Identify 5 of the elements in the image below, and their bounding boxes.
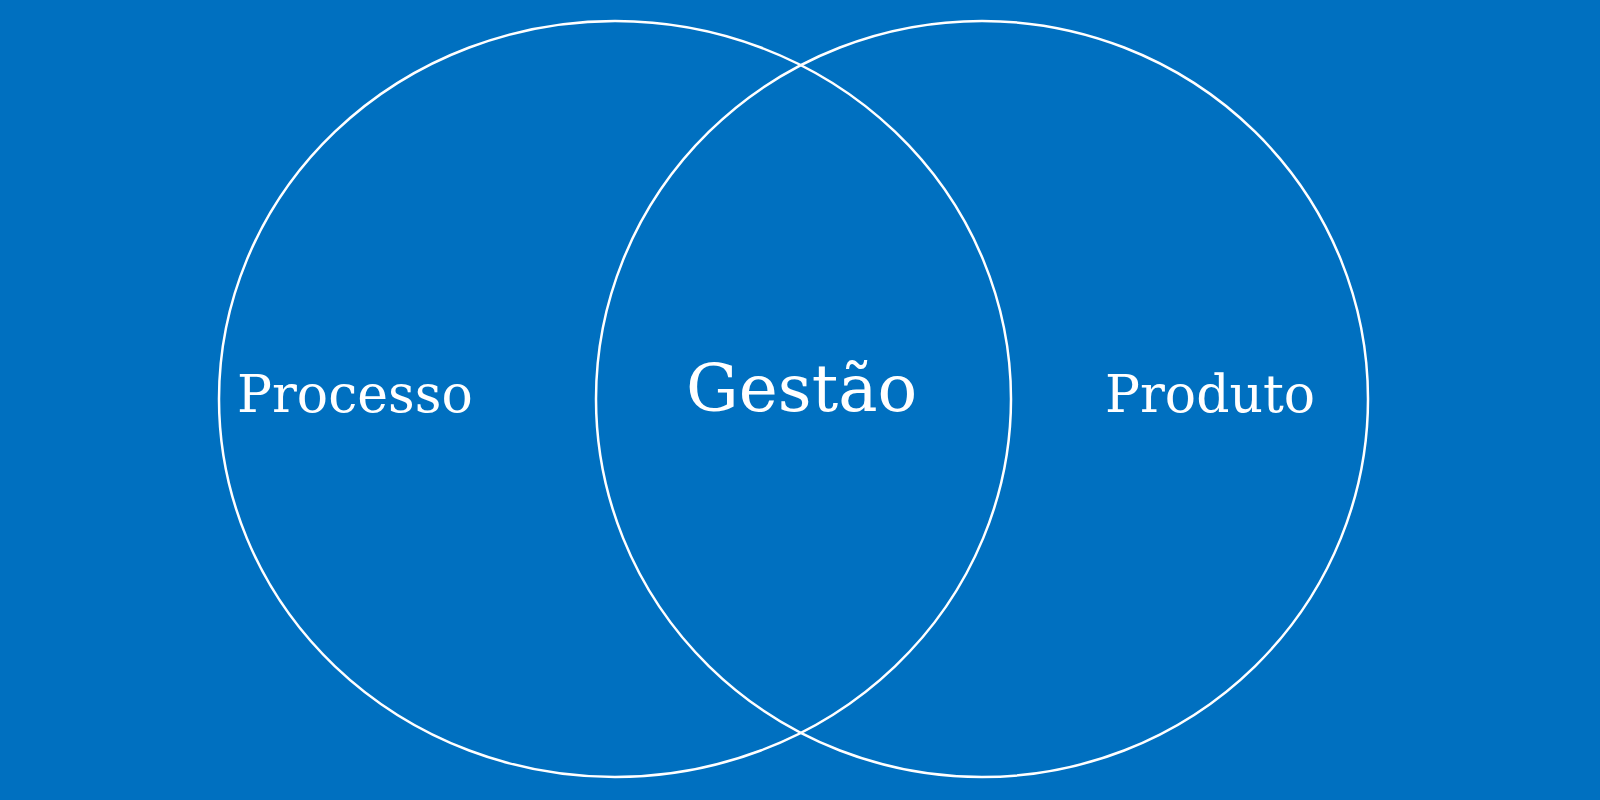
set-label: Processo	[237, 364, 473, 424]
set-label: Produto	[1105, 364, 1316, 424]
intersection-label: Gestão	[686, 350, 918, 427]
set-circle	[217, 19, 1013, 779]
set-circle	[594, 19, 1370, 779]
